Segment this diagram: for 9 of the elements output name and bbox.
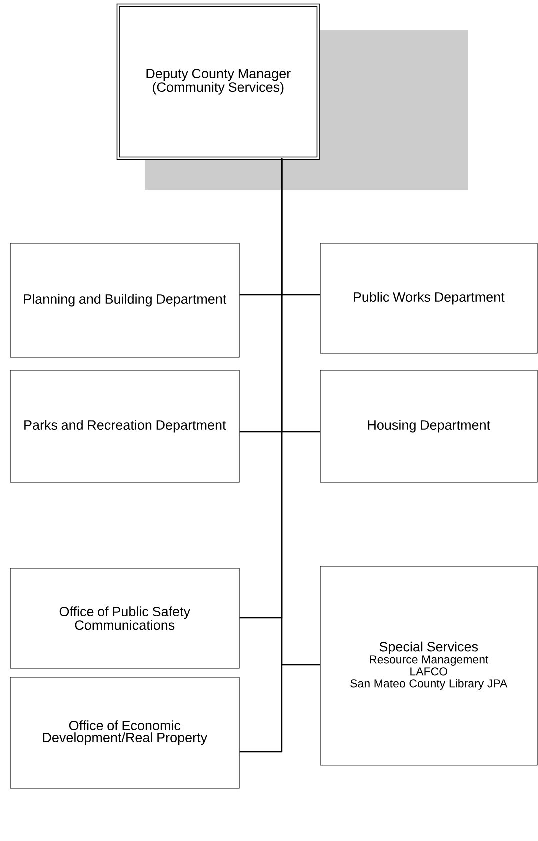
department-box: Public Works Department [320,243,538,354]
department-box: Housing Department [320,370,538,483]
department-box: Parks and Recreation Department [10,370,240,483]
department-box: Office of Economic Development/Real Property [10,677,240,789]
department-box: Planning and Building Department [10,243,240,358]
manager-box: Deputy County Manager (Community Services) [116,4,320,160]
department-box: Office of Public Safety Communications [10,568,240,669]
department-box: Special Services Resource Management LAFCO San Mateo County Library JPA [320,566,538,766]
connector-line [240,158,283,753]
